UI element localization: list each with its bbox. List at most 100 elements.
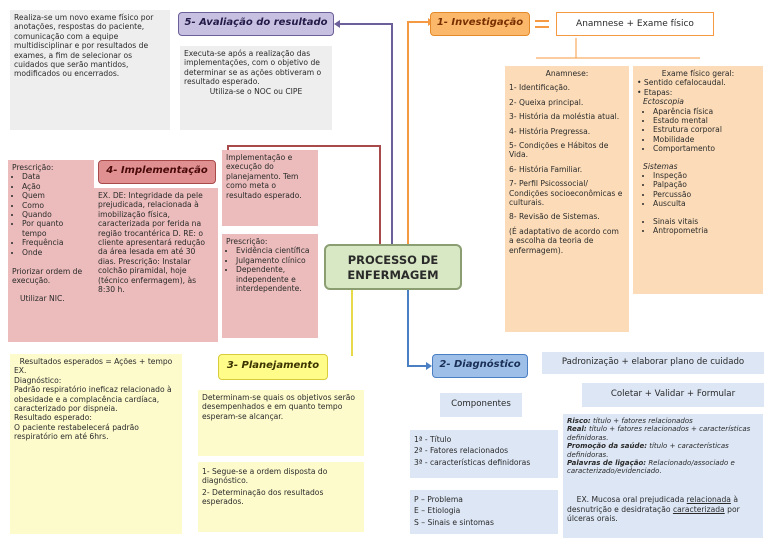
exame-extra-item: Antropometria (653, 226, 759, 235)
planejamento-step: 2- Determinação dos resultados esperados… (202, 487, 326, 507)
sistemas-item: Palpação (653, 180, 759, 189)
prescricao-list: DataAçãoQuemComoQuandoPor quanto tempoFr… (12, 172, 90, 257)
prescricao2-item: Julgamento clínico (236, 256, 314, 265)
palavras-text: Relacionado/associado e caracterizado/ev… (567, 459, 738, 476)
anamnese-item: 5- Condições e Hábitos de Vida. (509, 141, 611, 160)
prescricao2-item: Dependente, independente e interdependen… (236, 265, 314, 293)
risco-text: título + fatores relacionados (590, 417, 693, 425)
prescricao-box: Prescrição: DataAçãoQuemComoQuandoPor qu… (8, 160, 94, 342)
ectoscopia-label: Ectoscopia (643, 97, 684, 107)
prescricao2-box: Prescrição: Evidência científicaJulgamen… (222, 234, 318, 338)
prescricao2-list: Evidência científicaJulgamento clínicoDe… (226, 246, 314, 293)
prescricao-item: Ação (22, 182, 90, 191)
promo-label: Promoção da saúde: (567, 442, 648, 451)
ectoscopia-item: Aparência física (653, 107, 759, 116)
implementacao-example: EX. DE: Integridade da pele prejudicada,… (94, 188, 218, 342)
pes-item: P – Problema (414, 495, 463, 504)
anamnese-item: 4- História Pregressa. (509, 126, 591, 136)
anamnese-title: Anamnese: (545, 69, 589, 78)
sistemas-label: Sistemas (643, 161, 678, 171)
resultados-title: Resultados esperados = Ações + tempo (19, 357, 173, 366)
implementacao-header: 4- Implementação (98, 160, 216, 184)
avaliacao-right-note: Utiliza-se o NOC ou CIPE (209, 86, 303, 96)
exame-title: Exame físico geral: (661, 69, 735, 78)
diagnostico-collect: Coletar + Validar + Formular (582, 383, 764, 407)
sistemas-item: Percussão (653, 190, 759, 199)
exame-etapas: • Etapas: (637, 87, 673, 97)
prescricao-item: Onde (22, 248, 90, 257)
extra-list: Sinais vitaisAntropometria (637, 217, 759, 236)
planejamento-desc: Determinam-se quais os objetivos serão d… (198, 390, 364, 456)
ex-mid: à desnutrição e desidratação (567, 495, 741, 514)
prescricao-order: Priorizar ordem de execução. (12, 267, 85, 286)
sistemas-list: InspeçãoPalpaçãoPercussãoAusculta (637, 171, 759, 209)
exame-sentido: • Sentido cefalocaudal. (637, 78, 726, 88)
prescricao-item: Como (22, 201, 90, 210)
avaliacao-left: Realiza-se um novo exame físico por anot… (10, 10, 170, 130)
ectoscopia-item: Mobilidade (653, 135, 759, 144)
anamnese-item: 7- Perfil Psicossocial/ Condições socioe… (509, 179, 625, 208)
ectoscopia-item: Comportamento (653, 144, 759, 153)
palavras-label: Palavras de ligação: (567, 459, 647, 468)
anamnese-item: 1- Identificação. (509, 83, 570, 93)
sistemas-item: Ausculta (653, 199, 759, 208)
center-line2: ENFERMAGEM (347, 268, 439, 282)
prescricao2-item: Evidência científica (236, 246, 314, 255)
diagnostico-header: 2- Diagnóstico (432, 354, 528, 378)
anamnese-item: 8- Revisão de Sistemas. (509, 212, 600, 222)
prescricao-item: Data (22, 172, 90, 181)
ectoscopia-list: Aparência físicaEstado mentalEstrutura c… (637, 107, 759, 154)
diagnostico-types: Risco: título + fatores relacionados Rea… (563, 414, 763, 538)
ex-pre: EX. Mucosa oral prejudicada (576, 495, 687, 505)
resultados-box: Resultados esperados = Ações + tempo EX.… (10, 354, 182, 534)
nic-note: Utilizar NIC. (20, 293, 65, 303)
diag-label: Diagnóstico: (14, 375, 62, 385)
investigacao-summary: Anamnese + Exame físico (556, 12, 714, 36)
avaliacao-right: Executa-se após a realização das impleme… (180, 46, 332, 130)
ex-u2: caracterizada (672, 504, 725, 514)
prescricao-item: Quem (22, 191, 90, 200)
prescricao-item: Quando (22, 210, 90, 219)
anamnese-item: 6- História Familiar. (509, 164, 583, 174)
central-node: PROCESSO DE ENFERMAGEM (324, 244, 462, 290)
planejamento-step: 1- Segue-se a ordem disposta do diagnóst… (202, 467, 330, 486)
pes-item: S – Sinais e sintomas (414, 517, 494, 527)
implementacao-desc: Implementação e execução do planejamento… (222, 150, 318, 226)
ex-u1: relacionada (686, 495, 731, 505)
anamnese-list: 1- Identificação.2- Queixa principal.3- … (509, 83, 625, 255)
anamnese-box: Anamnese: 1- Identificação. 2- Queixa pri… (505, 66, 629, 332)
prescricao-item: Frequência (22, 238, 90, 247)
ectoscopia-item: Estado mental (653, 116, 759, 125)
prescricao-title: Prescrição: (12, 163, 54, 172)
anamnese-item: (É adaptativo de acordo com a escolha da… (509, 226, 622, 255)
ex-post: por úlceras orais. (567, 504, 743, 524)
componente-item: 1ª - Título (414, 435, 452, 444)
risco-label: Risco: (567, 417, 591, 425)
promo-text: título + características definidoras. (567, 442, 732, 459)
investigacao-header: 1- Investigação (430, 12, 530, 36)
diagnostico-top: Padronização + elaborar plano de cuidado (542, 352, 764, 374)
diag-text: Padrão respiratório ineficaz relacionado… (14, 385, 175, 414)
avaliacao-header: 5- Avaliação do resultado (178, 12, 334, 36)
prescricao2-title: Prescrição: (226, 237, 268, 246)
res-text: O paciente restabelecerá padrão respirat… (14, 422, 142, 442)
ectoscopia-item: Estrutura corporal (653, 125, 759, 134)
exame-extra-item: Sinais vitais (653, 217, 759, 226)
real-text: título + fatores relacionados + caracter… (567, 425, 753, 442)
exame-fisico-box: Exame físico geral: • Sentido cefalocaud… (633, 66, 763, 294)
prescricao-item: Por quanto tempo (22, 219, 90, 238)
planejamento-steps: 1- Segue-se a ordem disposta do diagnóst… (198, 462, 364, 532)
center-line1: PROCESSO DE (347, 253, 439, 267)
pes-item: E – Etiologia (414, 506, 461, 516)
avaliacao-right-text: Executa-se após a realização das impleme… (184, 49, 324, 87)
anamnese-item: 2- Queixa principal. (509, 97, 584, 107)
componentes-label: Componentes (440, 393, 522, 417)
sistemas-item: Inspeção (653, 171, 759, 180)
planejamento-header: 3- Planejamento (218, 354, 328, 380)
res-label: Resultado esperado: (14, 413, 92, 423)
real-label: Real: (567, 425, 587, 434)
resultados-ex: EX. (14, 366, 27, 376)
